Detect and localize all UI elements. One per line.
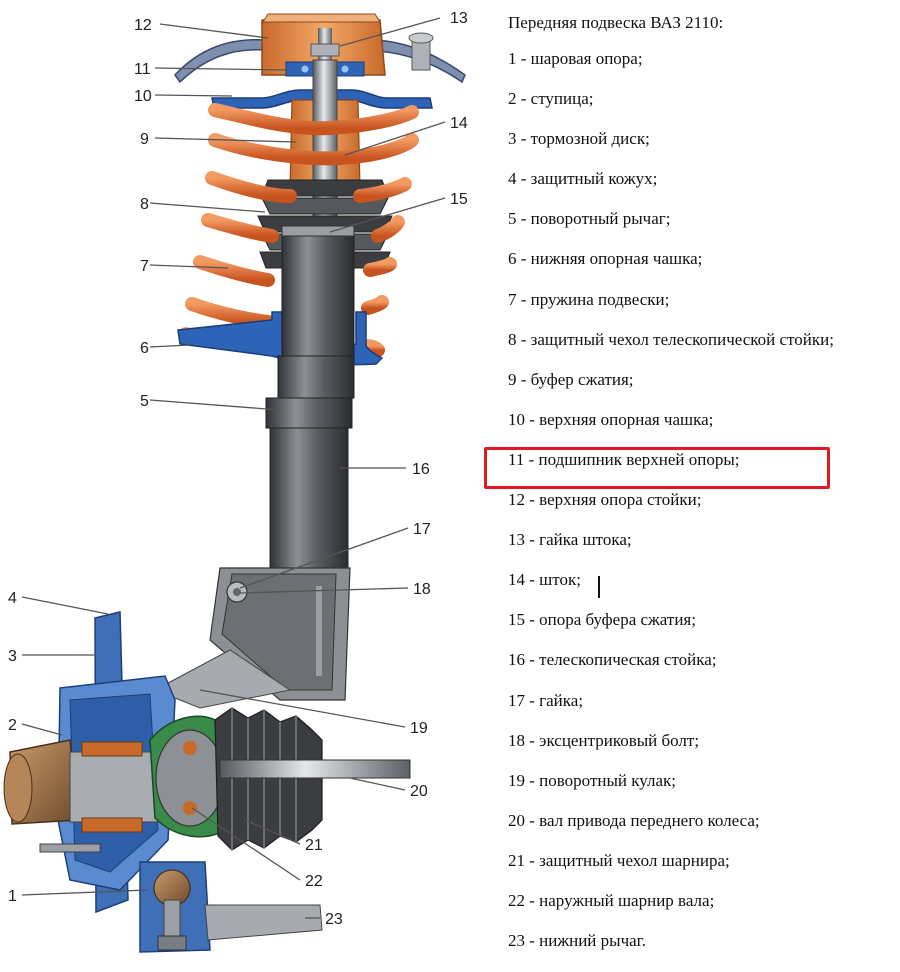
legend-item-18: 18 - эксцентриковый болт;	[508, 730, 700, 750]
legend-item-17: 17 - гайка;	[508, 690, 584, 710]
legend-item-15: 15 - опора буфера сжатия;	[508, 610, 696, 630]
callout-22: 22	[305, 873, 323, 890]
highlight-box	[484, 447, 830, 489]
drive-shaft-assembly	[149, 707, 411, 851]
callout-20: 20	[410, 783, 428, 800]
callout-2: 2	[8, 717, 17, 734]
legend-item-2: 2 - ступица;	[508, 89, 594, 109]
legend-item-1: 1 - шаровая опора;	[508, 49, 643, 68]
legend-item-9: 9 - буфер сжатия;	[508, 369, 634, 389]
callout-1: 1	[8, 888, 17, 905]
callout-17: 17	[413, 521, 431, 538]
callout-7: 7	[140, 258, 149, 275]
callout-18: 18	[413, 581, 431, 598]
hub-assembly	[3, 611, 176, 914]
legend-item-7: 7 - пружина подвески;	[508, 289, 670, 309]
legend-item-6: 6 - нижняя опорная чашка;	[508, 249, 703, 269]
legend-item-19: 19 - поворотный кулак;	[508, 770, 677, 790]
knuckle-bracket	[153, 567, 351, 709]
legend-item-22: 22 - наружный шарнир вала;	[508, 890, 715, 910]
legend-item-10: 10 - верхняя опорная чашка;	[508, 409, 714, 429]
legend-item-11: 11 - подшипник верхней опоры;	[508, 449, 740, 469]
callout-11: 11	[134, 61, 151, 78]
legend-item-8: 8 - защитный чехол телескопической стойк…	[508, 329, 834, 349]
parts-legend: Передняя подвеска ВАЗ 2110: 1 - шаровая …	[508, 10, 893, 968]
callout-4: 4	[8, 590, 17, 607]
callout-8: 8	[140, 196, 149, 213]
legend-item-16: 16 - телескопическая стойка;	[508, 650, 717, 670]
legend-title: Передняя подвеска ВАЗ 2110:	[508, 13, 724, 32]
callout-numbers: 12 11 10 9 8 7 6 5 13 14 15 16 17 18 19 …	[8, 10, 468, 928]
legend-item-13: 13 - гайка штока;	[508, 530, 632, 550]
strut-body	[265, 225, 355, 589]
callout-5: 5	[140, 393, 149, 410]
legend-item-3: 3 - тормозной диск;	[508, 129, 650, 149]
callout-10: 10	[134, 88, 152, 105]
upper-strut-mount	[174, 13, 466, 84]
legend-item-12: 12 - верхняя опора стойки;	[508, 490, 702, 510]
text-cursor	[598, 576, 600, 598]
callout-16: 16	[412, 461, 430, 478]
callout-6: 6	[140, 340, 149, 357]
callout-12: 12	[134, 17, 152, 34]
callout-21: 21	[305, 837, 323, 854]
callout-9: 9	[140, 131, 149, 148]
suspension-diagram: 12 11 10 9 8 7 6 5 13 14 15 16 17 18 19 …	[3, 10, 468, 953]
ball-joint-assembly	[139, 861, 323, 953]
callout-13: 13	[450, 10, 468, 27]
legend-item-14: 14 - шток;	[508, 570, 581, 590]
leader-lines	[21, 17, 446, 919]
legend-item-4: 4 - защитный кожух;	[508, 169, 658, 189]
callout-23: 23	[325, 911, 343, 928]
callout-3: 3	[8, 648, 17, 665]
callout-19: 19	[410, 720, 428, 737]
callout-14: 14	[450, 115, 468, 132]
legend-item-5: 5 - поворотный рычаг;	[508, 209, 671, 229]
legend-item-21: 21 - защитный чехол шарнира;	[508, 850, 730, 870]
legend-item-20: 20 - вал привода переднего колеса;	[508, 810, 760, 830]
legend-item-23: 23 - нижний рычаг.	[508, 931, 646, 951]
callout-15: 15	[450, 191, 468, 208]
